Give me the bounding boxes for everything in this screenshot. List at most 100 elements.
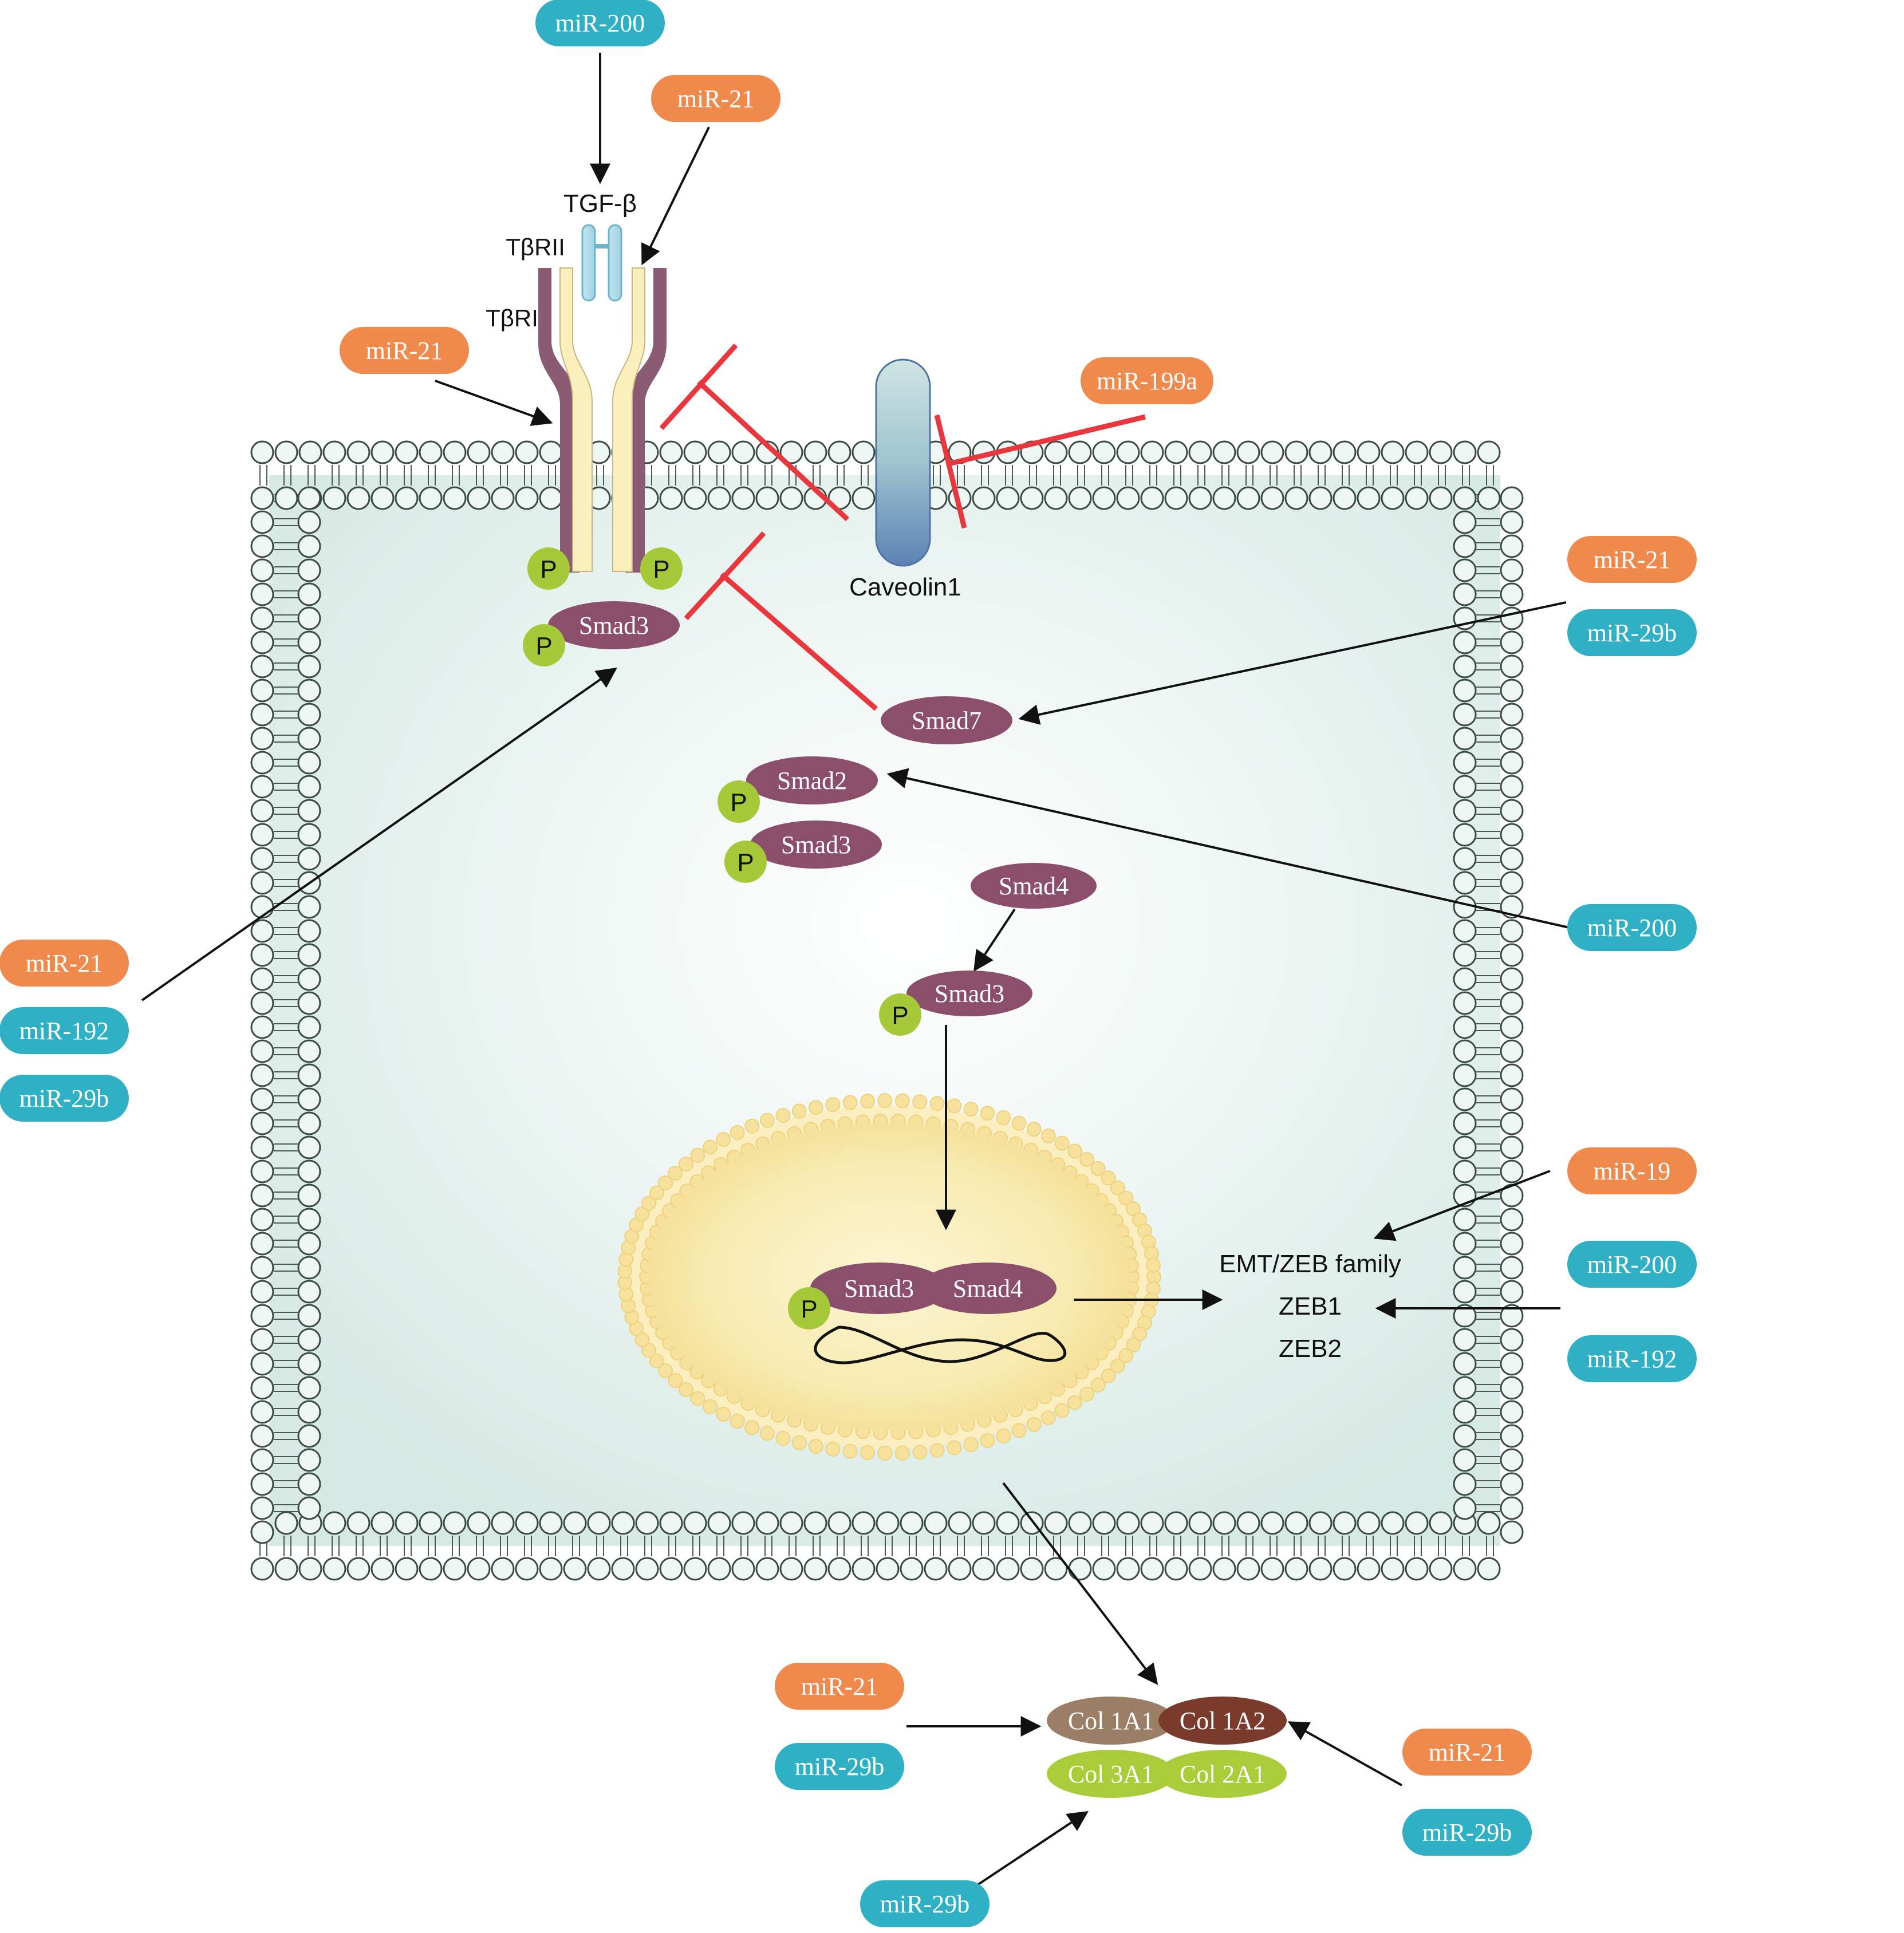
lipid-head bbox=[1284, 440, 1308, 464]
col3a1-label: Col 3A1 bbox=[1068, 1760, 1154, 1788]
lipid-head bbox=[297, 1063, 321, 1087]
lipid-head bbox=[515, 1511, 539, 1535]
nuclear-lipid-head bbox=[658, 1363, 673, 1379]
nuclear-lipid-head bbox=[658, 1175, 673, 1190]
lipid-head bbox=[1453, 1328, 1477, 1352]
lipid-head bbox=[250, 678, 274, 703]
mirna-label: miR-21 bbox=[677, 85, 754, 113]
col1a2-label: Col 1A2 bbox=[1180, 1707, 1266, 1735]
lipid-head bbox=[322, 1557, 346, 1581]
arrow-nucleus-to-collagen bbox=[1002, 1482, 1158, 1685]
nuclear-lipid-head bbox=[649, 1185, 664, 1201]
mirna-pill-shape bbox=[651, 75, 780, 122]
nuclear-lipid-head bbox=[678, 1382, 693, 1398]
mirna-pill-mir21-top: miR-21 bbox=[651, 75, 780, 122]
lipid-head bbox=[852, 1511, 876, 1535]
lipid-head bbox=[297, 1280, 321, 1304]
lipid-head bbox=[250, 919, 274, 943]
lipid-head bbox=[1260, 1511, 1284, 1535]
nuclear-lipid-head bbox=[842, 1095, 858, 1110]
lipid-head bbox=[419, 440, 443, 464]
caveolin1-label: Caveolin1 bbox=[849, 573, 961, 601]
mirna-label: miR-29b bbox=[880, 1890, 969, 1918]
lipid-head bbox=[1453, 727, 1477, 751]
mirna-pill-mir21-col-left: miR-21 bbox=[775, 1663, 904, 1710]
phospho-label: P bbox=[801, 1295, 817, 1323]
lipid-head bbox=[1381, 1557, 1405, 1581]
lipid-head bbox=[395, 486, 419, 510]
lipid-head bbox=[827, 440, 852, 464]
lipid-head bbox=[755, 1557, 779, 1581]
lipid-head bbox=[1453, 751, 1477, 775]
lipid-head bbox=[1500, 1472, 1524, 1496]
nuclear-lipid-head bbox=[641, 1343, 657, 1358]
lipid-head bbox=[250, 1087, 274, 1111]
arrow-mir19-to-emt bbox=[1373, 1170, 1551, 1241]
lipid-head bbox=[1500, 1111, 1524, 1135]
lipid-head bbox=[250, 440, 274, 464]
tgf-beta-receptor-left bbox=[538, 267, 593, 573]
lipid-head bbox=[1260, 1557, 1284, 1581]
lipid-head bbox=[1500, 1520, 1524, 1544]
lipid-head bbox=[1500, 1352, 1524, 1376]
lipid-head bbox=[996, 486, 1020, 510]
lipid-head bbox=[1500, 799, 1524, 823]
nuclear-lipid-head bbox=[912, 1444, 928, 1459]
lipid-head bbox=[1212, 1511, 1236, 1535]
lipid-head bbox=[1381, 1511, 1405, 1535]
lipid-head bbox=[250, 799, 274, 823]
lipid-head bbox=[1500, 1208, 1524, 1232]
lipid-head bbox=[1500, 1304, 1524, 1328]
lipid-head bbox=[1453, 440, 1477, 464]
lipid-head bbox=[297, 727, 321, 751]
lipid-head bbox=[250, 1376, 274, 1400]
lipid-head bbox=[297, 606, 321, 630]
lipid-head bbox=[297, 799, 321, 823]
lipid-head bbox=[876, 1557, 900, 1581]
membrane-top-outer bbox=[250, 440, 1501, 464]
lipid-head bbox=[274, 1511, 298, 1535]
phospho-circle bbox=[527, 547, 570, 590]
mirna-label: miR-29b bbox=[1422, 1818, 1512, 1847]
lipid-head bbox=[1500, 630, 1524, 654]
lipid-head bbox=[250, 1111, 274, 1135]
smad7-label: Smad7 bbox=[912, 707, 981, 735]
nuclear-lipid-head bbox=[1040, 1410, 1056, 1426]
nuclear-lipid-head bbox=[744, 1118, 760, 1134]
lipid-head bbox=[297, 630, 321, 654]
nuclear-lipid-head bbox=[912, 1094, 928, 1110]
lipid-head bbox=[707, 1557, 731, 1581]
nuclear-lipid-head bbox=[877, 1093, 893, 1108]
lipid-head bbox=[1068, 440, 1092, 464]
smad3-membrane-label: Smad3 bbox=[579, 612, 649, 640]
lipid-head bbox=[515, 1557, 539, 1581]
lipid-head bbox=[443, 1511, 467, 1535]
lipid-head bbox=[250, 943, 274, 967]
nuclear-lipid-head bbox=[894, 1445, 910, 1461]
lipid-head bbox=[297, 1159, 321, 1184]
lipid-head bbox=[683, 486, 707, 510]
lipid-head bbox=[467, 1557, 491, 1581]
mirna-pill-mir21-smad7: miR-21 bbox=[1567, 536, 1697, 583]
lipid-head bbox=[250, 1015, 274, 1039]
lipid-head bbox=[297, 1424, 321, 1448]
lipid-head bbox=[443, 440, 467, 464]
mirna-pill-mir200-zeb: miR-200 bbox=[1567, 1241, 1697, 1288]
phospho-smad3-membrane: P bbox=[523, 624, 565, 666]
lipid-head bbox=[250, 1352, 274, 1376]
lipid-head bbox=[852, 1557, 876, 1581]
lipid-head bbox=[827, 1557, 852, 1581]
smad3-nucleus: Smad3 bbox=[810, 1263, 948, 1314]
lipid-head bbox=[250, 1159, 274, 1184]
lipid-head bbox=[1500, 1063, 1524, 1087]
mirna-pill-mir21-col-right: miR-21 bbox=[1402, 1729, 1532, 1776]
lipid-head bbox=[297, 847, 321, 871]
nuclear-lipid-head bbox=[1054, 1403, 1070, 1418]
lipid-head bbox=[1453, 1087, 1477, 1111]
lipid-head bbox=[297, 1352, 321, 1376]
lipid-head bbox=[1429, 1557, 1453, 1581]
mirna-pill-shape bbox=[1567, 1241, 1697, 1288]
lipid-head bbox=[467, 1511, 491, 1535]
lipid-head bbox=[1500, 1015, 1524, 1039]
smad4-label: Smad4 bbox=[999, 872, 1069, 900]
